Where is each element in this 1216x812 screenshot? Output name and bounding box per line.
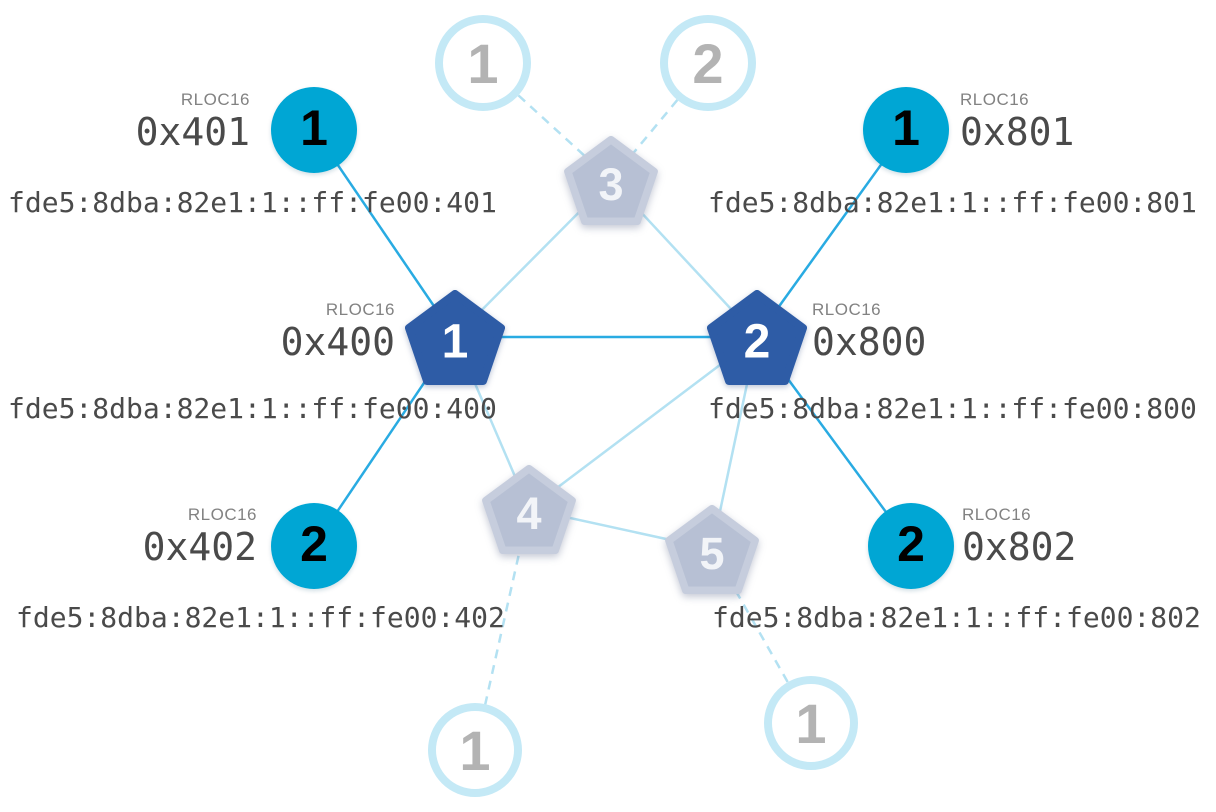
rloc16-value: 0x400 bbox=[280, 320, 395, 364]
faded-child-node-top-1[interactable]: 1 bbox=[435, 15, 531, 111]
rloc16-caption: RLOC16 bbox=[325, 300, 395, 319]
node-id-label: 1 bbox=[459, 718, 491, 782]
rloc16-value: 0x800 bbox=[812, 320, 927, 364]
node-id-label: 1 bbox=[300, 100, 328, 156]
node-id-label: 1 bbox=[795, 691, 827, 755]
router-node-400[interactable]: 1 bbox=[405, 289, 505, 385]
ipv6-address-400: fde5:8dba:82e1:1::ff:fe00:400 bbox=[8, 392, 497, 425]
rloc16-caption: RLOC16 bbox=[960, 90, 1030, 109]
rloc16-value: 0x401 bbox=[135, 110, 250, 154]
child-node-801[interactable]: 1 bbox=[863, 87, 949, 173]
pentagon-icon: 1 bbox=[405, 290, 505, 385]
rloc16-caption: RLOC16 bbox=[187, 505, 257, 524]
node-id-label: 4 bbox=[516, 488, 541, 539]
pentagon-icon: 4 bbox=[482, 464, 576, 554]
router-node-800[interactable]: 2 bbox=[707, 289, 807, 385]
rloc16-value: 0x402 bbox=[142, 525, 257, 569]
rloc16-caption: RLOC16 bbox=[812, 300, 882, 319]
pentagon-icon: 5 bbox=[665, 504, 759, 594]
node-id-label: 1 bbox=[467, 31, 499, 95]
router-node-4[interactable]: 4 bbox=[482, 464, 576, 554]
rloc16-value: 0x801 bbox=[960, 110, 1075, 154]
link-router4-router800 bbox=[528, 336, 758, 510]
rloc16-block-801: RLOC16 0x801 bbox=[960, 90, 1074, 154]
node-id-label: 2 bbox=[744, 316, 771, 369]
node-id-label: 3 bbox=[598, 159, 623, 210]
node-id-label: 1 bbox=[442, 316, 469, 369]
node-id-label: 2 bbox=[692, 31, 724, 95]
node-id-label: 2 bbox=[300, 516, 328, 572]
faded-child-node-bottom-left[interactable]: 1 bbox=[428, 703, 522, 797]
rloc16-block-400: RLOC16 0x400 bbox=[281, 300, 395, 364]
faded-child-node-top-2[interactable]: 2 bbox=[660, 15, 756, 111]
node-id-label: 5 bbox=[699, 528, 724, 579]
rloc16-block-401: RLOC16 0x401 bbox=[136, 90, 250, 154]
rloc16-caption: RLOC16 bbox=[962, 505, 1032, 524]
node-id-label: 2 bbox=[897, 516, 925, 572]
rloc16-block-802: RLOC16 0x802 bbox=[962, 505, 1076, 569]
pentagon-icon: 2 bbox=[707, 290, 807, 385]
faded-child-node-bottom-right[interactable]: 1 bbox=[764, 676, 858, 770]
rloc16-block-800: RLOC16 0x800 bbox=[812, 300, 926, 364]
rloc16-value: 0x802 bbox=[962, 525, 1077, 569]
ipv6-address-401: fde5:8dba:82e1:1::ff:fe00:401 bbox=[8, 186, 497, 219]
child-node-402[interactable]: 2 bbox=[271, 503, 357, 589]
ipv6-address-402: fde5:8dba:82e1:1::ff:fe00:402 bbox=[16, 601, 505, 634]
pentagon-icon: 3 bbox=[564, 135, 658, 225]
ipv6-address-800: fde5:8dba:82e1:1::ff:fe00:800 bbox=[708, 392, 1197, 425]
router-node-5[interactable]: 5 bbox=[665, 504, 759, 594]
ipv6-address-801: fde5:8dba:82e1:1::ff:fe00:801 bbox=[708, 186, 1197, 219]
child-node-802[interactable]: 2 bbox=[868, 503, 954, 589]
ipv6-address-802: fde5:8dba:82e1:1::ff:fe00:802 bbox=[712, 601, 1201, 634]
rloc16-caption: RLOC16 bbox=[180, 90, 250, 109]
node-id-label: 1 bbox=[892, 100, 920, 156]
child-node-401[interactable]: 1 bbox=[271, 87, 357, 173]
rloc16-block-402: RLOC16 0x402 bbox=[143, 505, 257, 569]
router-node-3[interactable]: 3 bbox=[564, 135, 658, 225]
